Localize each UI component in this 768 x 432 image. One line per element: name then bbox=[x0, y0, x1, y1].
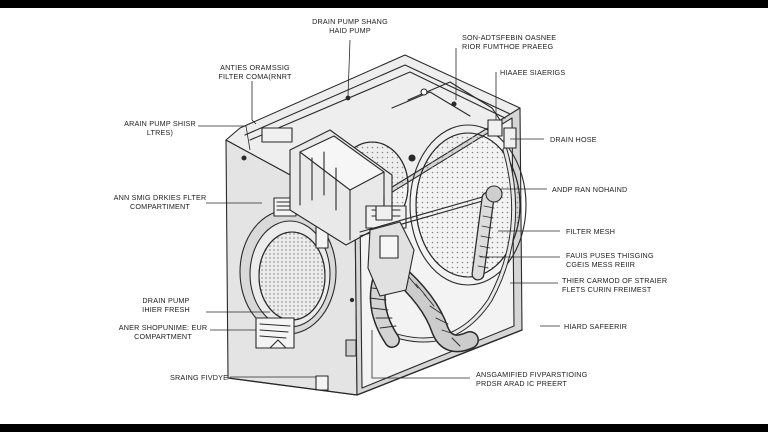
label-faris-puses: FAUIS PUSES THISGING CGEIS MESS REIIR bbox=[566, 251, 654, 269]
label-pump-housing: ANDP RAN NOHAIND bbox=[552, 185, 628, 194]
front-foot-panel bbox=[315, 375, 329, 391]
label-ansgamified: ANSGAMIFIED FIVPARSTIOING PRDSR ARAD IC … bbox=[476, 370, 588, 388]
leader-filter-top bbox=[251, 81, 257, 125]
label-drain-filter-compartment: ANN SMIG DRKIES FLTER COMPARTIMENT bbox=[113, 193, 207, 211]
leader-top-center bbox=[347, 39, 351, 97]
label-son-adtsfebin: SON-ADTSFEBIN OASNEE RIOR FUMTHOE PRAEEG bbox=[462, 33, 557, 51]
label-aner-compartment: ANER SHOPUNIME: EUR COMPARTMENT bbox=[118, 323, 208, 341]
label-drain-pump-shang: DRAIN PUMP SHANG HAID PUMP bbox=[312, 17, 388, 35]
label-drain-pump-bottom: DRAIN PUMP IHIER FRESH bbox=[142, 296, 190, 314]
side-connector bbox=[345, 339, 357, 357]
label-hiard-saferir: HIARD SAFEERIR bbox=[564, 322, 628, 331]
leader-lines bbox=[198, 39, 560, 379]
washing-machine-cutaway-illustration bbox=[198, 39, 560, 396]
leader-pump-shisr bbox=[198, 125, 251, 151]
hose-coupling bbox=[485, 185, 503, 203]
label-hinge-seals: HIAAEE SIAERIGS bbox=[500, 68, 566, 77]
label-drain-pump-shisr: ARAIN PUMP SHISR LTRES) bbox=[124, 119, 196, 137]
leader-bottom-center bbox=[371, 330, 470, 379]
label-thier-carmod: THIER CARMOD OF STRAIER FLETS CURIN FREI… bbox=[562, 276, 668, 294]
label-filter-compartment-top: ANTIES ORAMSSIG FILTER COMA(RNRT bbox=[218, 63, 292, 81]
machine-base bbox=[227, 329, 523, 396]
label-filter-mesh: FILTER MESH bbox=[566, 227, 616, 236]
label-sraing-fivdye: SRAING FIVDYE bbox=[170, 373, 229, 382]
label-drain-hose: DRAIN HOSE bbox=[550, 135, 597, 144]
hinge-bracket bbox=[487, 119, 503, 137]
diagram-canvas: DRAIN PUMP SHANG HAID PUMP SON-ADTSFEBIN… bbox=[0, 8, 768, 424]
